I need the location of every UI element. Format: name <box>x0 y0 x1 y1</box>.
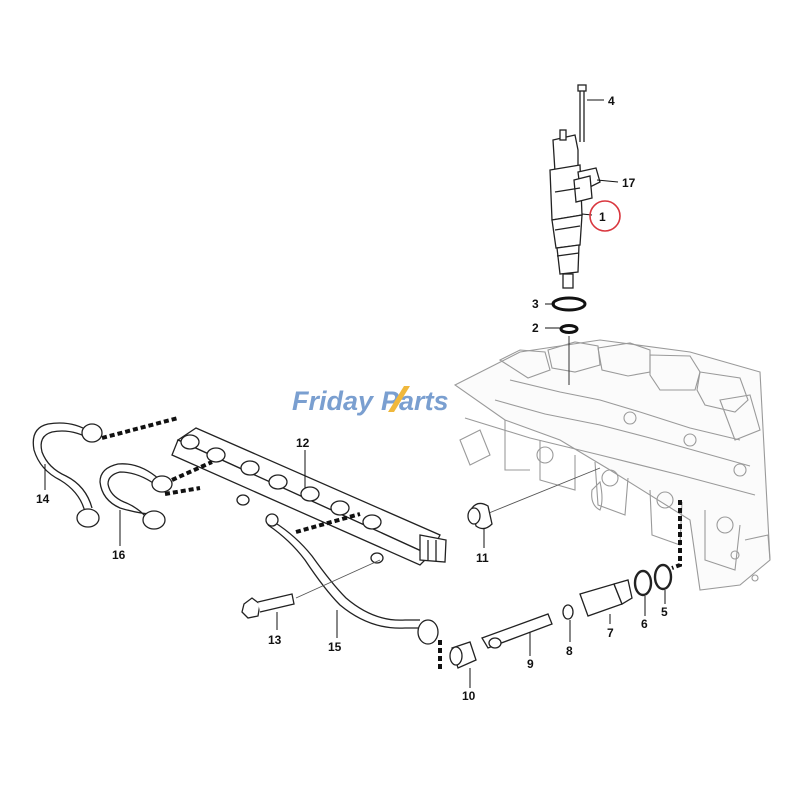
callout-12: 12 <box>296 436 310 450</box>
fuel-lines <box>32 422 420 629</box>
highlight-circle <box>589 200 621 232</box>
fuel-line-nuts <box>76 423 439 645</box>
o-ring-seal <box>551 296 587 312</box>
callout-13: 13 <box>268 633 282 647</box>
callout-1: 1 <box>599 210 606 224</box>
copper-washer <box>559 324 579 334</box>
watermark-word-1: Friday <box>292 386 375 416</box>
callout-labels: 1 2 3 4 5 6 7 8 9 10 11 12 13 14 15 16 1… <box>36 94 668 703</box>
callout-11: 11 <box>476 551 489 565</box>
callout-8: 8 <box>566 644 573 658</box>
callout-10: 10 <box>462 689 476 703</box>
callout-2: 2 <box>532 321 539 335</box>
engine-cylinder-head <box>453 339 771 591</box>
dashed-connector-lines <box>101 416 682 672</box>
callout-16: 16 <box>112 548 126 562</box>
injector-assembly <box>549 84 601 289</box>
callout-15: 15 <box>328 640 342 654</box>
assembly-lines <box>295 467 601 599</box>
watermark-slash <box>388 386 410 412</box>
callout-17: 17 <box>622 176 636 190</box>
callout-3: 3 <box>532 297 539 311</box>
callout-4: 4 <box>608 94 615 108</box>
callout-6: 6 <box>641 617 648 631</box>
small-parts <box>241 502 673 669</box>
fuel-rail <box>171 427 447 566</box>
callout-7: 7 <box>607 626 614 640</box>
callout-9: 9 <box>527 657 534 671</box>
callout-14: 14 <box>36 492 50 506</box>
callout-5: 5 <box>661 605 668 619</box>
callout-leaders <box>44 99 666 688</box>
